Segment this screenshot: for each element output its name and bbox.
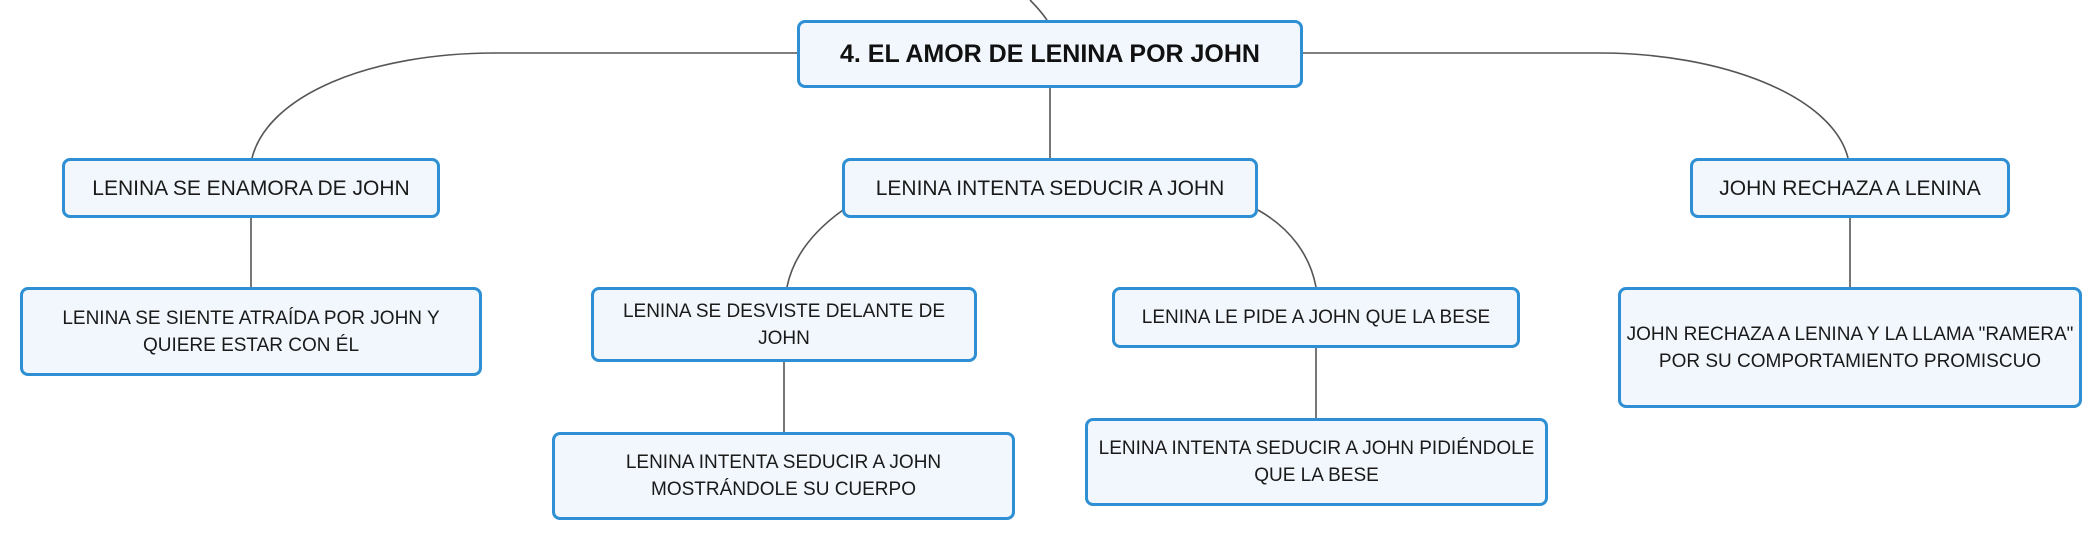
subtopic-node-atraida[interactable]: LENINA SE SIENTE ATRAÍDA POR JOHN Y QUIE… <box>20 287 482 376</box>
branch-label-enamora: LENINA SE ENAMORA DE JOHN <box>92 176 410 200</box>
branch-label-rechaza: JOHN RECHAZA A LENINA <box>1719 176 1981 200</box>
subtopic-label-ramera: JOHN RECHAZA A LENINA Y LA LLAMA "RAMERA… <box>1626 323 2074 372</box>
subtopic-label-atraida: LENINA SE SIENTE ATRAÍDA POR JOHN Y QUIE… <box>62 307 440 356</box>
detail-label-pidiendole: LENINA INTENTA SEDUCIR A JOHN PIDIÉNDOLE… <box>1098 438 1535 486</box>
branch-node-rechaza[interactable]: JOHN RECHAZA A LENINA <box>1690 158 2010 218</box>
detail-node-cuerpo[interactable]: LENINA INTENTA SEDUCIR A JOHN MOSTRÁNDOL… <box>552 432 1015 520</box>
connector-seducir-to-desviste <box>786 209 844 288</box>
root-topic-node[interactable]: 4. EL AMOR DE LENINA POR JOHN <box>797 20 1303 88</box>
branch-label-seducir: LENINA INTENTA SEDUCIR A JOHN <box>875 176 1225 200</box>
connector-root-to-branch-rechaza <box>1303 52 1849 159</box>
branch-node-seducir[interactable]: LENINA INTENTA SEDUCIR A JOHN <box>842 158 1258 218</box>
subtopic-node-ramera[interactable]: JOHN RECHAZA A LENINA Y LA LLAMA "RAMERA… <box>1618 287 2082 408</box>
subtopic-label-bese: LENINA LE PIDE A JOHN QUE LA BESE <box>1141 307 1491 328</box>
root-topic-label: 4. EL AMOR DE LENINA POR JOHN <box>840 39 1260 68</box>
connector-parent-to-root <box>1029 0 1048 21</box>
branch-node-enamora[interactable]: LENINA SE ENAMORA DE JOHN <box>62 158 440 218</box>
subtopic-node-desviste[interactable]: LENINA SE DESVISTE DELANTE DE JOHN <box>591 287 977 362</box>
connector-root-to-branch-enamora <box>251 52 797 159</box>
subtopic-label-desviste: LENINA SE DESVISTE DELANTE DE JOHN <box>622 300 946 349</box>
detail-node-pidiendole[interactable]: LENINA INTENTA SEDUCIR A JOHN PIDIÉNDOLE… <box>1085 418 1548 506</box>
connector-seducir-to-bese <box>1257 209 1317 288</box>
detail-label-cuerpo: LENINA INTENTA SEDUCIR A JOHN MOSTRÁNDOL… <box>625 452 942 500</box>
subtopic-node-bese[interactable]: LENINA LE PIDE A JOHN QUE LA BESE <box>1112 287 1520 348</box>
